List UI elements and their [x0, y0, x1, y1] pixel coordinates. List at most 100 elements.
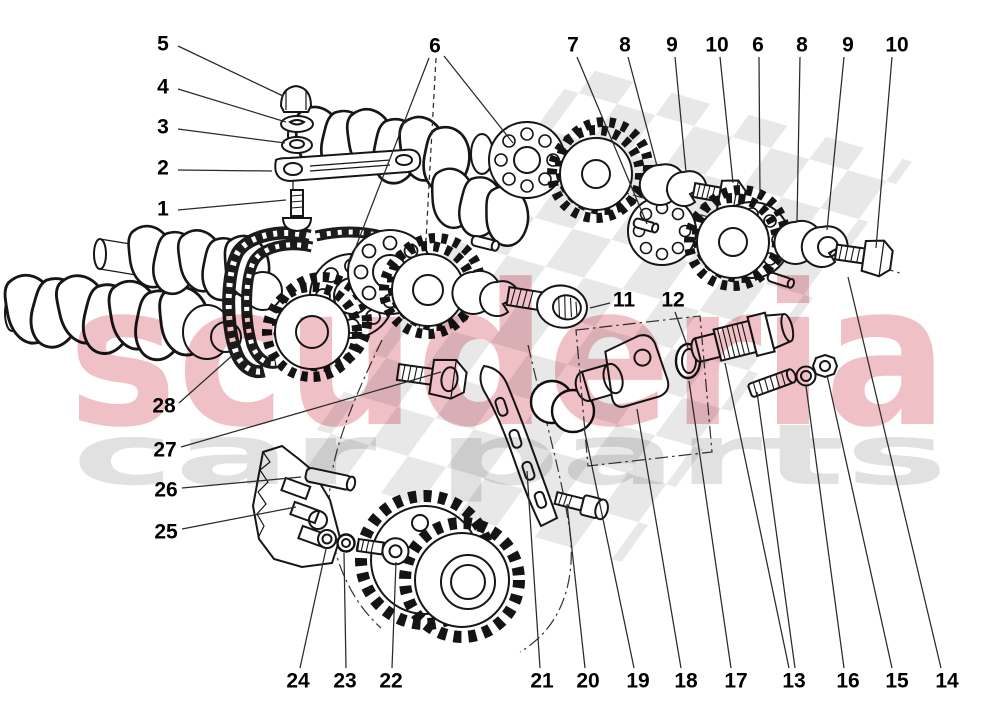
watermark-brand-text: scuderia	[68, 243, 948, 471]
leader-line-23	[343, 552, 347, 669]
leader-line-5	[177, 45, 284, 97]
leader-line-25	[181, 506, 297, 530]
callout-label-28: 28	[152, 395, 176, 418]
leader-line-21	[526, 470, 541, 669]
stud-13	[748, 368, 798, 398]
callout-label-19: 19	[626, 670, 649, 693]
tab-washer-9a	[667, 171, 706, 206]
callout-label-26: 26	[154, 479, 177, 502]
washer-3	[282, 137, 312, 153]
leader-line-6	[425, 57, 437, 241]
callout-label-13: 13	[782, 670, 805, 693]
washer-24	[318, 530, 336, 548]
callout-label-15: 15	[885, 670, 909, 693]
callout-label-22: 22	[379, 670, 402, 693]
callout-label-11: 11	[613, 289, 636, 312]
cam-gear-center	[348, 230, 590, 334]
bolt-1	[283, 190, 311, 231]
leader-line-13	[724, 362, 790, 669]
callout-label-16: 16	[836, 670, 859, 693]
callout-label-8: 8	[796, 34, 808, 57]
assembly-reference-box	[576, 316, 712, 466]
leader-line-16	[805, 385, 845, 669]
tensioner-body-13	[687, 307, 797, 371]
callout-label-14: 14	[935, 670, 959, 693]
callout-label-9: 9	[842, 34, 854, 57]
camshaft-upper-left	[94, 220, 282, 310]
callout-label-21: 21	[530, 670, 554, 693]
leader-line-13	[756, 391, 796, 669]
hex-bolt-10b	[833, 234, 893, 277]
gear-cluster-top-2	[689, 190, 894, 289]
tensioner-end-18	[567, 332, 671, 418]
leader-line-17	[688, 380, 732, 669]
exploded-view-artwork	[0, 86, 900, 652]
nut-15	[813, 355, 837, 377]
leader-line-2	[177, 169, 273, 172]
watermark-subtitle-text: car parts	[72, 406, 948, 504]
callout-label-25: 25	[154, 521, 178, 544]
callout-label-27: 27	[153, 439, 176, 462]
callout-label-4: 4	[157, 76, 169, 99]
leader-line-12	[674, 311, 689, 349]
crank-gear-cluster	[361, 496, 519, 637]
leader-line-1	[177, 199, 287, 211]
leader-line-10	[875, 56, 893, 249]
callout-label-7: 7	[567, 34, 579, 57]
leader-line-9	[674, 56, 687, 173]
callout-label-8: 8	[619, 34, 631, 57]
knurled-bolt-11	[504, 277, 590, 331]
callout-label-3: 3	[157, 116, 169, 139]
leader-line-11	[589, 302, 611, 309]
leader-line-7	[576, 56, 648, 225]
leader-line-3	[177, 128, 286, 144]
leader-line-15	[826, 374, 893, 669]
callout-label-10: 10	[705, 34, 728, 57]
leader-line-6	[443, 55, 514, 144]
washer-4	[281, 116, 313, 132]
dowel-pin-center	[471, 235, 500, 251]
callout-label-23: 23	[333, 670, 356, 693]
socket-bolt-22	[356, 533, 410, 566]
leader-line-18	[636, 408, 682, 669]
leader-line-19	[583, 427, 635, 669]
chain-guide-21	[481, 366, 558, 526]
lock-plate-center	[452, 271, 500, 314]
leader-line-27	[180, 371, 442, 448]
callout-label-18: 18	[674, 670, 698, 693]
leader-line-22	[391, 561, 397, 669]
ring-23	[338, 535, 355, 552]
callout-label-1: 1	[157, 198, 169, 221]
leader-line-6	[758, 56, 761, 197]
leader-line-26	[181, 476, 302, 489]
leader-line-24	[299, 548, 327, 669]
callout-label-9: 9	[666, 34, 678, 57]
leader-line-20	[566, 503, 586, 669]
leader-line-8	[796, 56, 801, 223]
leader-line-10	[719, 56, 734, 184]
callout-label-6: 6	[752, 34, 764, 57]
watermark: scuderia car parts	[68, 243, 948, 504]
hex-bolt-27	[395, 352, 468, 400]
leader-line-4	[177, 88, 287, 123]
callout-label-17: 17	[724, 670, 747, 693]
callout-label-6: 6	[429, 35, 441, 58]
tensioner-pin-26	[305, 467, 357, 491]
bracket-2	[275, 150, 420, 192]
leader-line-9	[826, 56, 845, 231]
leader-line-8	[627, 56, 658, 167]
dowel-pin-cluster2	[767, 272, 795, 289]
cap-nut-5	[281, 86, 311, 112]
callout-label-12: 12	[661, 289, 684, 312]
callout-label-5: 5	[157, 33, 169, 56]
callout-label-2: 2	[157, 157, 169, 180]
washer-16	[797, 367, 816, 386]
callout-label-20: 20	[576, 670, 599, 693]
leader-line-14	[847, 276, 942, 669]
checkered-flag-motif	[289, 66, 913, 562]
leader-line-28	[178, 353, 235, 404]
leader-line-6	[349, 57, 430, 263]
